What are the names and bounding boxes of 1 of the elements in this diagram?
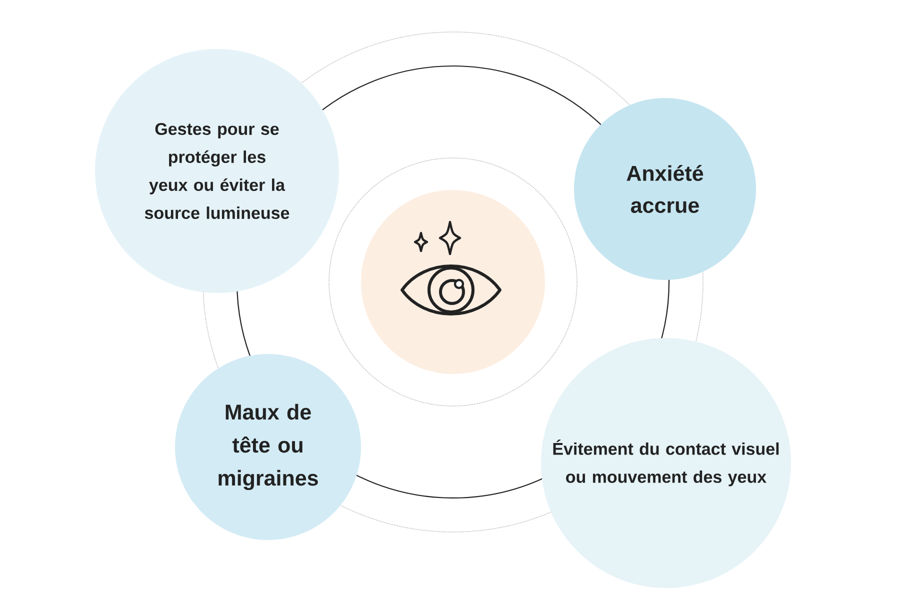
center-circle <box>361 190 545 374</box>
